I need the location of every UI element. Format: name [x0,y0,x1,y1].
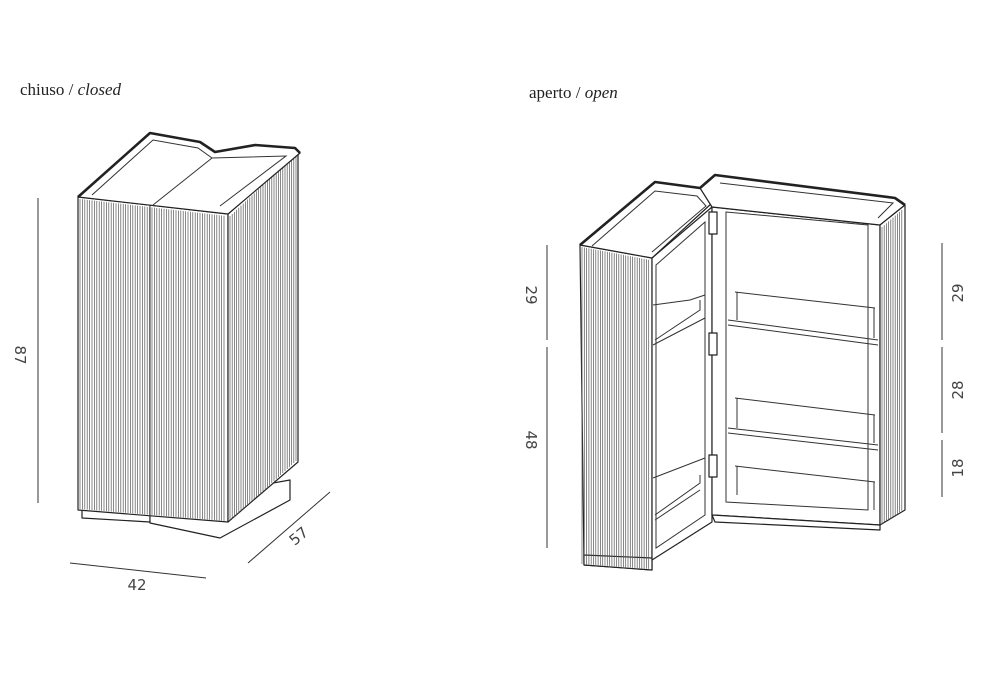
door-shelves [727,291,879,510]
right-dim-label-3: 18 [949,458,967,477]
left-dim-label-2: 48 [522,430,540,449]
open-door-top-edge [699,173,906,207]
width-dim-label: 42 [127,576,146,594]
open-left-shelves [652,294,706,521]
door-rail-3 [734,465,876,510]
open-left-front [579,244,653,571]
open-right-flutes [881,210,903,524]
open-left-rails [654,300,701,516]
closed-cabinet [77,131,301,539]
hinge-middle-icon [708,332,718,356]
closed-flutes [79,154,297,521]
open-left-top-inner [591,190,707,253]
open-left-flutes [581,247,650,569]
open-caption: aperto / open [529,83,618,102]
closed-top-inner [91,139,288,207]
door-rail-2 [734,397,876,443]
open-left-interior [651,206,713,561]
depth-dim-line [247,491,331,564]
door-rail-1 [734,291,876,338]
hinge-bottom-icon [708,454,718,478]
height-dim-label: 87 [11,345,29,364]
hinge-top-icon [708,211,718,235]
open-left-interior-inner [655,220,706,549]
door-shelf-1 [727,319,879,346]
closed-top-edge [77,131,301,198]
open-door-inner [725,211,869,511]
closed-caption: chiuso / closed [20,80,122,99]
open-door-base [711,514,881,531]
closed-top-split [152,157,213,206]
door-shelf-2 [727,427,879,451]
closed-front-face [77,196,229,523]
width-dim-line [69,562,207,579]
open-door-top-inner [719,182,895,219]
right-dim-label-2: 28 [949,380,967,399]
open-left-top-edge [579,180,701,246]
open-door-edge [879,204,906,526]
left-dim-label-1: 29 [522,285,540,304]
open-cabinet [579,173,906,571]
right-dim-label-1: 29 [949,283,967,302]
